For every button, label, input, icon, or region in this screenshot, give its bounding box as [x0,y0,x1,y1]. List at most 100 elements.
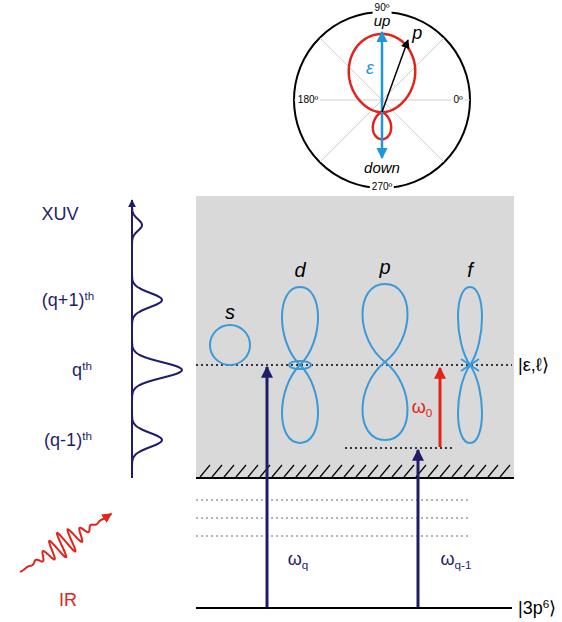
bound-level [196,499,470,501]
polarization-symbol: ε [366,58,374,79]
text-part: ω [412,397,426,417]
spectrum-title: XUV [41,204,78,225]
text-part: q [72,360,82,380]
orbital-outline [273,258,327,447]
orbital-lobes [458,287,482,443]
hatch-mark [476,465,486,477]
xuv-transition [417,450,420,607]
orbital-shape: f [451,258,489,447]
orbital-outline [451,258,489,447]
frequency-label: ω0 [410,397,435,419]
hatch-mark [212,465,222,477]
hatch-mark [200,465,210,477]
hatch-mark [392,465,402,477]
text-part: down [364,159,400,176]
direction-label: down [364,159,400,176]
harmonic-order: (q-1)th [44,429,92,451]
hatch-mark [464,465,474,477]
hatch-mark [368,465,378,477]
hatch-mark [500,465,510,477]
harmonic-order: (q+1)th [42,289,94,311]
orbital-label: d [294,258,305,282]
orbital-caption: f [451,258,489,282]
angle-label: 90º [373,2,392,14]
angle-label: 270º [370,181,394,193]
orbital-label: p [379,255,390,279]
ground-level [196,607,512,609]
hatch-mark [308,465,318,477]
ir-transition [439,368,442,447]
frequency-label: ωq [288,549,309,571]
orbital-outline [352,255,418,444]
harmonic-spectrum [132,207,182,478]
cross-lobes [461,359,479,371]
orbital-shape: d [273,258,327,447]
orbital-caption: s [207,300,253,324]
hatch-mark [356,465,366,477]
text-part: 0 [426,406,433,419]
state-label: |3p6⟩ [518,597,556,619]
intermediate-level [345,447,452,449]
lobe [363,362,408,440]
bound-level [196,517,470,519]
orbital-shape: p [352,255,418,444]
text-part: 180º [298,94,318,105]
momentum-arrow [382,40,408,112]
hatch-mark [440,465,450,477]
hatch-mark [248,465,258,477]
hatch-mark [488,465,498,477]
text-part: q [302,558,309,571]
text-part: 90º [375,2,390,13]
text-part: (q+1) [42,290,85,310]
orbital-lobes [282,287,318,443]
orbital-label: s [225,300,235,324]
text-part: 0º [453,94,462,105]
text-part: ω [441,549,455,569]
text-part: ω [288,549,302,569]
orbital-caption: d [273,258,327,282]
hatch-mark [332,465,342,477]
s-orbital [210,325,250,365]
orbital-label: f [467,258,473,282]
xuv-transition [266,367,269,607]
hatch-mark [320,465,330,477]
hatch-mark [236,465,246,477]
hatch-mark [344,465,354,477]
polarization-arrow [381,32,384,158]
angle-label: 0º [451,94,464,106]
text-part: th [84,289,94,302]
text-part: (q-1) [44,430,82,450]
orbital-caption: p [352,255,418,279]
angle-label: 180º [296,94,320,106]
text-part: IR [59,590,77,610]
lobe [282,287,318,365]
lobe [363,284,408,362]
hatch-mark [380,465,390,477]
hatch-mark [224,465,234,477]
hatch-mark [404,465,414,477]
orbital-lobes [363,284,408,440]
text-part: |ε,ℓ⟩ [518,355,549,375]
lobe [458,287,482,365]
text-part: up [374,12,391,29]
text-part: 270º [372,181,392,192]
hatch-mark [296,465,306,477]
harmonic-order: qth [72,359,92,381]
orbital-shape: s [207,300,253,369]
text-part: p⃗ [412,23,436,43]
hatch-mark [428,465,438,477]
threshold-hatch [200,465,510,477]
text-part: ε [366,58,374,78]
text-part: th [82,359,92,372]
text-part: XUV [41,204,78,224]
lobe [282,365,318,443]
torus [289,361,311,369]
momentum-symbol: p⃗ [412,23,436,44]
ionization-threshold [196,477,514,479]
bound-level [196,535,470,537]
text-part: 6 [543,597,550,610]
